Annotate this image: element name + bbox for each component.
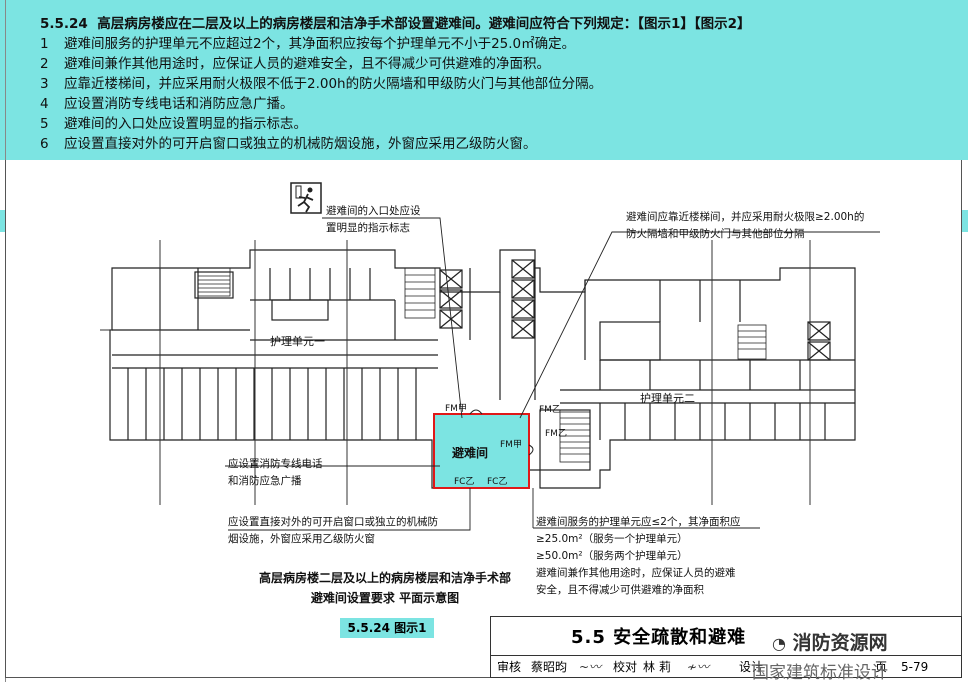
check-label: 校对 bbox=[613, 660, 638, 674]
figure-caption-line2: 避难间设置要求 平面示意图 bbox=[310, 591, 460, 605]
window-fc-b-label: FC乙 bbox=[487, 476, 507, 487]
watermark-account: ◔ 消防资源网 bbox=[772, 632, 888, 654]
upper-rooms-left bbox=[112, 268, 438, 341]
note-window-smoke: 应设置直接对外的可开启窗口或独立的机械防 烟设施，外窗应采用乙级防火窗 bbox=[228, 516, 438, 545]
clause-title-line: 5.5.24 高层病房楼应在二层及以上的病房楼层和洁净手术部设置避难间。避难间应… bbox=[40, 14, 960, 34]
refuge-room-label: 避难间 bbox=[452, 445, 488, 460]
elevator-shafts bbox=[439, 259, 831, 361]
design-label: 设计 bbox=[739, 660, 764, 674]
clause-title: 高层病房楼应在二层及以上的病房楼层和洁净手术部设置避难间。避难间应符合下列规定：… bbox=[97, 16, 751, 32]
page-number: 5-79 bbox=[901, 660, 929, 674]
wechat-icon: ◔ bbox=[772, 634, 786, 653]
signature-row: 审核 蔡昭昀 ~〰 校对 林 莉 ≁〰 设计 页 5-79 bbox=[491, 655, 961, 678]
review-signature: ~〰 bbox=[579, 660, 602, 674]
door-fm-b-label: FM甲 bbox=[500, 439, 522, 450]
stairs bbox=[197, 267, 767, 463]
door-fm-d-label: FM乙 bbox=[545, 428, 567, 439]
title-block: 5.5 安全疏散和避难 审核 蔡昭昀 ~〰 校对 林 莉 ≁〰 设计 页 5-7… bbox=[490, 616, 962, 678]
note-near-stair: 避难间应靠近楼梯间，并应采用耐火极限≥2.00h的 防火隔墙和甲级防火门与其他部… bbox=[626, 211, 865, 240]
nursing-unit-2-label: 护理单元二 bbox=[640, 391, 695, 405]
grid-axes bbox=[100, 240, 811, 505]
watermark-sub: 国家建筑标准设计 bbox=[752, 663, 888, 683]
check-name: 林 莉 bbox=[643, 660, 671, 674]
ward-partitions-right bbox=[584, 280, 826, 440]
clause-text: 5.5.24 高层病房楼应在二层及以上的病房楼层和洁净手术部设置避难间。避难间应… bbox=[40, 14, 960, 154]
ward-partitions-left bbox=[127, 368, 417, 440]
refuge-door-swing-2 bbox=[528, 444, 534, 456]
left-side-band bbox=[0, 210, 5, 232]
note-phone-broadcast: 应设置消防专线电话 和消防应急广播 bbox=[228, 458, 323, 487]
section-title: 5.5 安全疏散和避难 bbox=[571, 627, 747, 648]
review-name: 蔡昭昀 bbox=[531, 660, 568, 674]
refuge-room bbox=[433, 413, 530, 489]
drawing-frame bbox=[5, 160, 962, 678]
note-area-requirement: 避难间服务的护理单元应≤2个，其净面积应 ≥25.0m²（服务一个护理单元） ≥… bbox=[536, 516, 741, 596]
window-fc-a-label: FC乙 bbox=[454, 476, 474, 487]
figure-tag: 5.5.24 图示1 bbox=[340, 618, 434, 638]
clause-header-band bbox=[0, 0, 968, 160]
nursing-unit-1-label: 护理单元一 bbox=[270, 334, 325, 348]
note-entrance-sign: 避难间的入口处应设 置明显的指示标志 bbox=[326, 205, 421, 234]
check-signature: ≁〰 bbox=[687, 660, 710, 674]
door-fm-c-label: FM乙 bbox=[539, 404, 561, 415]
review-label: 审核 bbox=[497, 660, 522, 674]
leader-lines bbox=[225, 217, 880, 531]
door-fm-a-label: FM甲 bbox=[445, 403, 467, 414]
clause-code: 5.5.24 bbox=[40, 16, 88, 32]
figure-caption-line1: 高层病房楼二层及以上的病房楼层和洁净手术部 bbox=[258, 571, 511, 585]
refuge-door-swing bbox=[469, 409, 483, 415]
right-side-band bbox=[962, 210, 968, 232]
exit-sign-icon bbox=[290, 182, 322, 214]
page-label: 页 bbox=[875, 660, 888, 674]
